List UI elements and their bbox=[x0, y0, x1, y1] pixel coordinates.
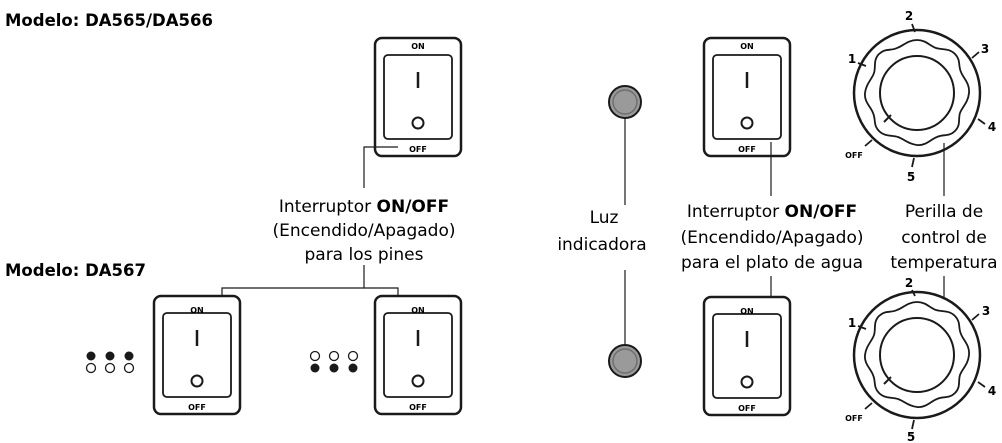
model-label-top: Modelo: DA565/DA566 bbox=[5, 11, 213, 30]
switch-off-label: OFF bbox=[409, 403, 427, 412]
switch-off-label: OFF bbox=[409, 145, 427, 154]
model-label-bottom: Modelo: DA567 bbox=[5, 261, 146, 280]
switch-on-label: ON bbox=[411, 42, 425, 51]
pins-switch-caption-line1: Interruptor ON/OFF bbox=[279, 197, 449, 217]
knob-mark-4: 4 bbox=[988, 120, 996, 134]
leader-line bbox=[221, 265, 365, 302]
knob-caption-line1: Perilla de bbox=[905, 202, 983, 222]
pins-switch-bottom-right[interactable]: ON OFF bbox=[373, 294, 463, 416]
pin-dots-right bbox=[309, 350, 359, 373]
indicator-caption-line1: Luz bbox=[590, 208, 619, 228]
knob-mark-3: 3 bbox=[981, 42, 989, 56]
knob-caption-line3: temperatura bbox=[890, 253, 997, 273]
knob-mark-5: 5 bbox=[907, 170, 915, 184]
knob-mark-3: 3 bbox=[982, 304, 990, 318]
switch-on-label: ON bbox=[740, 307, 754, 316]
switch-on-label: ON bbox=[740, 42, 754, 51]
water-switch-caption-line2: (Encendido/Apagado) bbox=[680, 228, 863, 248]
water-switch-bottom[interactable]: ON OFF bbox=[702, 295, 792, 417]
leader-line bbox=[363, 146, 398, 188]
knob-mark-1: 1 bbox=[848, 316, 856, 330]
water-switch-caption-line1: Interruptor ON/OFF bbox=[687, 202, 857, 222]
water-switch-top[interactable]: ON OFF bbox=[702, 36, 792, 158]
temperature-knob-bottom[interactable]: 2 3 1 4 5 OFF bbox=[845, 276, 996, 443]
switch-on-label: ON bbox=[190, 306, 204, 315]
indicator-light-top bbox=[608, 85, 642, 119]
water-switch-caption-line3: para el plato de agua bbox=[681, 253, 863, 273]
knob-mark-off: OFF bbox=[845, 414, 863, 423]
knob-mark-2: 2 bbox=[905, 9, 913, 23]
pins-switch-bottom-left[interactable]: ON OFF bbox=[152, 294, 242, 416]
switch-on-label: ON bbox=[411, 306, 425, 315]
knob-mark-2: 2 bbox=[905, 276, 913, 290]
pins-switch-top[interactable]: ON OFF bbox=[373, 36, 463, 158]
knob-mark-4: 4 bbox=[988, 384, 996, 398]
indicator-caption-line2: indicadora bbox=[557, 235, 646, 255]
switch-off-label: OFF bbox=[738, 404, 756, 413]
knob-mark-5: 5 bbox=[907, 430, 915, 443]
switch-off-label: OFF bbox=[188, 403, 206, 412]
knob-mark-off: OFF bbox=[845, 151, 863, 160]
pin-dots-left bbox=[85, 351, 135, 374]
switch-off-label: OFF bbox=[738, 145, 756, 154]
knob-caption-line2: control de bbox=[901, 228, 987, 248]
knob-mark-1: 1 bbox=[848, 52, 856, 66]
pins-switch-caption-line2: (Encendido/Apagado) bbox=[272, 221, 455, 241]
indicator-light-bottom bbox=[608, 344, 642, 378]
pins-switch-caption-line3: para los pines bbox=[304, 245, 423, 265]
temperature-knob-top[interactable]: 2 3 1 4 5 OFF bbox=[845, 9, 996, 184]
